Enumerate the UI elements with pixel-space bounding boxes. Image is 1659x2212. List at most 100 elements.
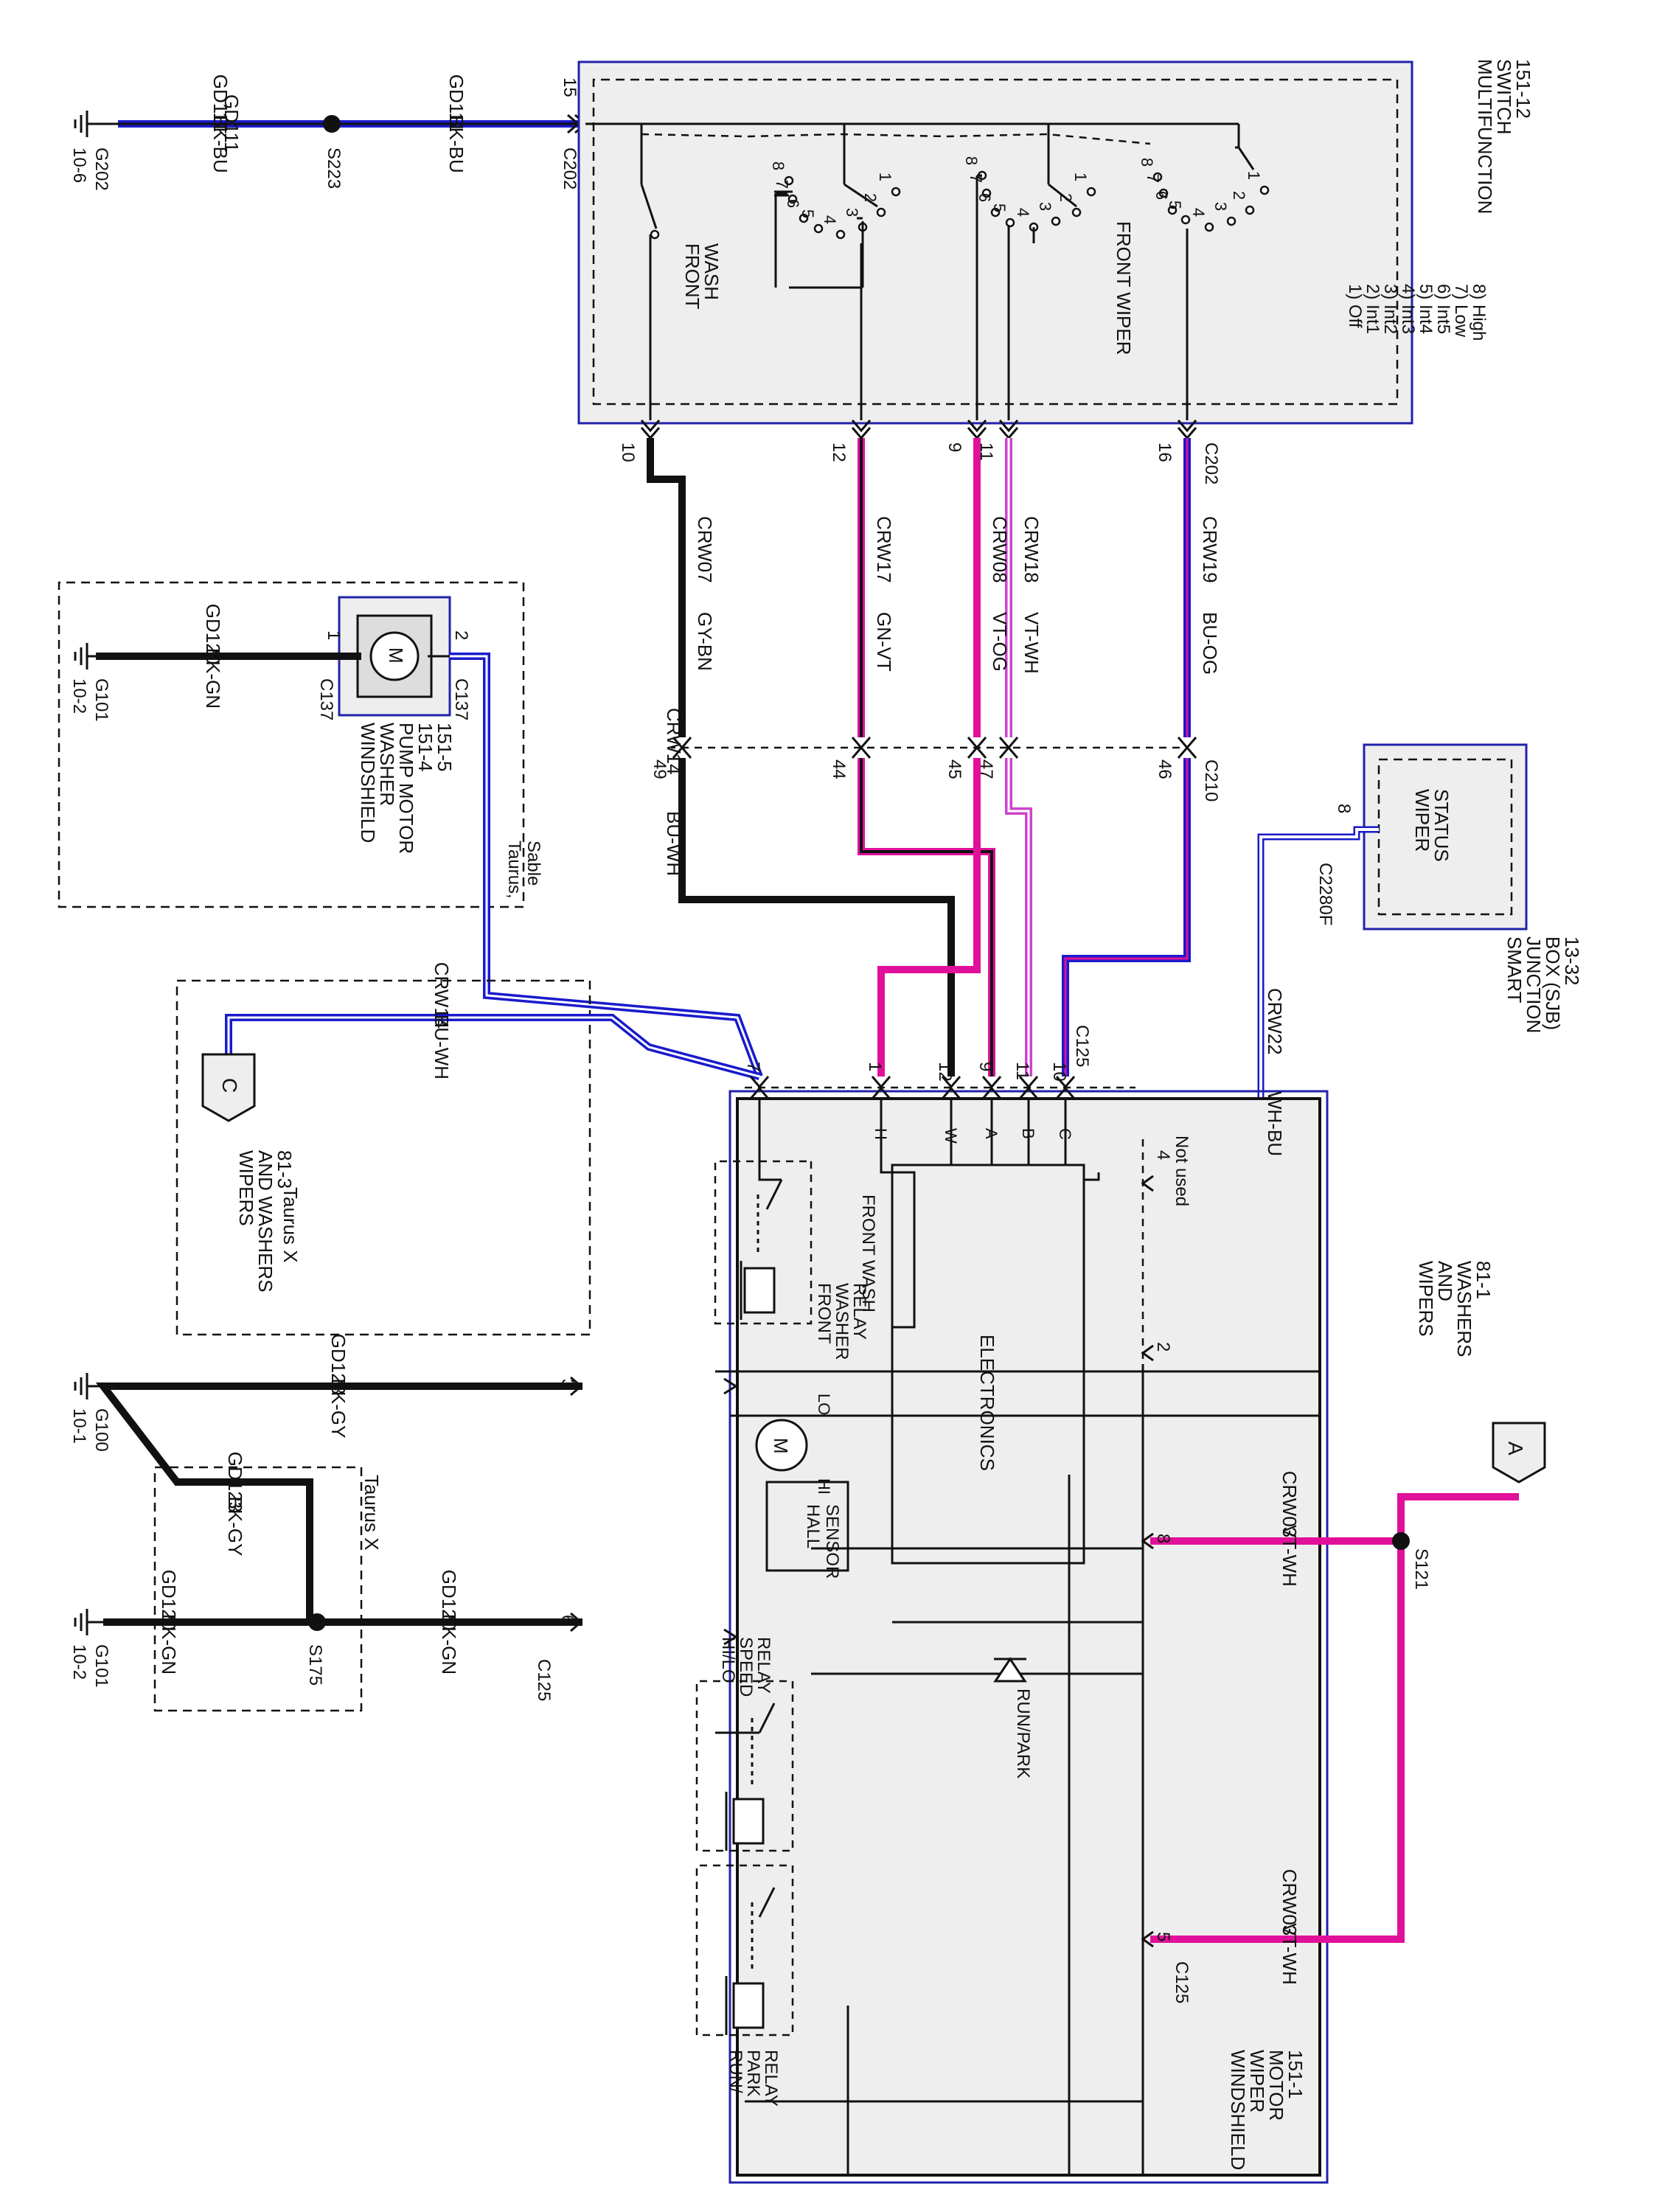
s223-label: S223 <box>324 147 344 189</box>
mid-wire-circuit-5: CRW19 <box>1199 516 1221 583</box>
ground-symbol-g202 <box>74 111 118 137</box>
pump-gd120: GD120 <box>202 604 224 664</box>
hilo-label-1: HI/LO <box>718 1637 738 1683</box>
switch2-contact-4: 4 <box>1014 208 1032 217</box>
a-ref-text-4: 81-1 <box>1472 1261 1495 1299</box>
position-legend-1: 1) Off <box>1345 284 1365 328</box>
electronics-label: ELECTRONICS <box>976 1335 998 1471</box>
c125-letter-5: C <box>1056 1128 1074 1140</box>
taurusx-bk-gy: BK-GY <box>224 1497 246 1557</box>
bk-bu-right-label: BK-BU <box>445 114 467 173</box>
switch3-contact-3: 3 <box>1211 202 1230 211</box>
runpark-relay-label-1: RUN/ <box>726 2050 745 2093</box>
wiper-motor-title-4: 151-1 <box>1284 2050 1307 2099</box>
mid-wire-circuit-3: CRW08 <box>989 516 1011 583</box>
pump-pin2: 2 <box>451 630 471 640</box>
switch1-contact-3: 3 <box>843 208 861 217</box>
switch1-contact-5: 5 <box>799 209 817 218</box>
sjb-title-1: SMART <box>1503 936 1526 1004</box>
sjb-title-3: BOX (SJB) <box>1542 936 1564 1030</box>
switch2-contact-3: 3 <box>1036 202 1054 211</box>
sjb-title-4: 13-32 <box>1561 936 1583 986</box>
mfs-title-3: 151-12 <box>1512 59 1534 119</box>
front-wash-switch <box>640 184 660 420</box>
smart-junction-box <box>1363 743 1528 931</box>
pump-c137-b: C137 <box>451 678 471 720</box>
gd111-left-label: GD111 <box>209 74 232 133</box>
pump-title-3: PUMP MOTOR <box>395 723 417 854</box>
sjb-pin8: 8 <box>1334 804 1354 813</box>
gd111-left-label: GD111 <box>220 94 243 153</box>
ground-symbol-g101-top <box>74 643 96 669</box>
switch3-contact-2: 2 <box>1230 191 1248 200</box>
runpark-relay-label-2: PARK <box>743 2050 763 2097</box>
a-vt-wh-upper: VT-WH <box>1279 1525 1301 1587</box>
c125-pin5: 5 <box>1153 1932 1173 1941</box>
switch1-contact-6: 6 <box>784 199 802 208</box>
c202-pin-10: 10 <box>618 442 638 462</box>
g100-bk-gy: BK-GY <box>327 1379 349 1439</box>
runpark-label: RUN/PARK <box>1013 1688 1033 1778</box>
switch2-contact-8: 8 <box>962 156 981 165</box>
splice-s175 <box>308 1613 326 1631</box>
c125-letter-2: W <box>942 1128 960 1144</box>
pump-g101-ref: 10-2 <box>69 678 89 714</box>
switch1-contact-4: 4 <box>821 215 839 224</box>
pump-motor-symbol: M <box>385 647 407 664</box>
c125-pin4: 4 <box>1153 1150 1173 1160</box>
c210-pin-5: 46 <box>1155 759 1175 779</box>
c125-pin8: 8 <box>1153 1534 1173 1543</box>
c125-pin2: 2 <box>1153 1342 1173 1352</box>
right-gd120: GD120 <box>438 1570 460 1630</box>
gd111-right-label: GD111 <box>445 74 467 133</box>
c125-top-pin-6: 10 <box>1049 1062 1069 1082</box>
taurusx-variant: Taurus X <box>361 1475 383 1551</box>
taurus-x-ground-box <box>153 1466 363 1712</box>
splice-s121 <box>1392 1532 1410 1550</box>
a-letter: A <box>1504 1441 1527 1455</box>
mid-wire-color-2: GN-VT <box>873 612 895 672</box>
sjb-title-2: JUNCTION <box>1523 936 1545 1033</box>
taurusx-gd123: GD123 <box>224 1452 246 1512</box>
switch3-contact-1: 1 <box>1245 171 1263 180</box>
position-legend-6: 6) Int5 <box>1433 284 1453 334</box>
g101-ref: 10-2 <box>69 1644 89 1680</box>
position-legend-2: 2) Int1 <box>1363 284 1382 334</box>
runpark-diode <box>993 1657 1027 1683</box>
hilo-label-3: RELAY <box>754 1637 773 1694</box>
pump-variant-box <box>58 581 525 908</box>
c202-top-label: C202 <box>560 147 580 189</box>
fwr-label-3: RELAY <box>849 1283 869 1340</box>
c125-letter-1: H <box>872 1128 890 1140</box>
c-variant: Taurus X <box>279 1187 302 1263</box>
c202-bottom-label: C202 <box>1201 442 1221 484</box>
front-wash-label-2: WASH <box>700 243 723 300</box>
right-bk-gn: BK-GN <box>438 1614 460 1674</box>
runpark-relay <box>695 1864 794 2037</box>
ground-symbol-g100 <box>74 1373 103 1399</box>
ground-symbol-g101-bottom <box>74 1609 103 1635</box>
switch2-contact-6: 6 <box>975 193 994 202</box>
splice-s223 <box>323 115 341 133</box>
reference-a-flag <box>1492 1422 1546 1484</box>
motor-m: M <box>770 1438 792 1454</box>
g101-bk-gn: BK-GN <box>158 1614 180 1674</box>
wh-bu-label: WH-BU <box>1264 1091 1286 1156</box>
g100-ref: 10-1 <box>69 1408 89 1444</box>
pump-bu-wh: BU-WH <box>663 811 685 876</box>
c125-letter-4: B <box>1019 1128 1037 1139</box>
c210-pin-1: 49 <box>650 759 669 779</box>
mid-wire-color-3: VT-OG <box>989 612 1011 672</box>
runpark-relay-label-3: RELAY <box>761 2050 781 2107</box>
switch2-contact-5: 5 <box>990 204 1009 212</box>
fwr-label-1: FRONT <box>814 1283 834 1344</box>
c125-top-pin-3: 12 <box>935 1062 955 1082</box>
switch1-contact-8: 8 <box>769 161 787 170</box>
wire-crw14-pump <box>450 653 763 1078</box>
g101-gd120: GD120 <box>158 1570 180 1630</box>
wiper-switch-section-3 <box>1152 146 1270 420</box>
position-legend-8: 8) High <box>1469 284 1489 341</box>
c125-top-pins <box>749 1076 1076 1099</box>
mid-wire-circuit-2: CRW17 <box>873 516 895 583</box>
